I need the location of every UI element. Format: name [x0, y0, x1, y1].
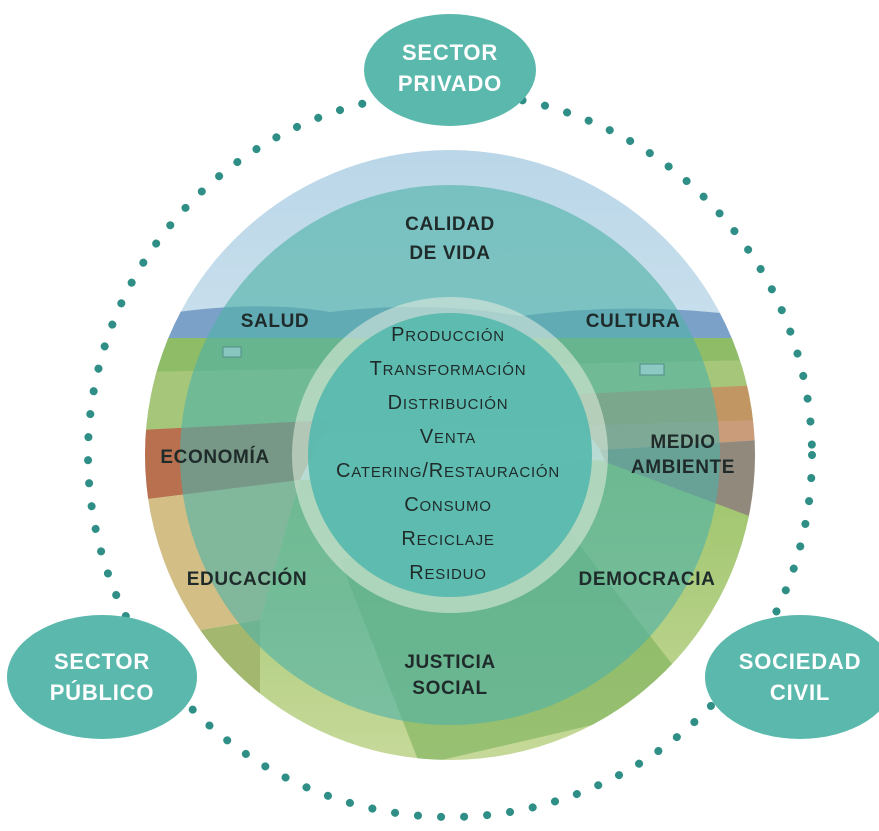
- dim-medio-line2: AMBIENTE: [631, 457, 735, 478]
- dotted-orbit: [84, 89, 816, 821]
- chain-step-distribucion: DISTRIBUCIÓN: [388, 392, 509, 414]
- actor-sociedad-civil: SOCIEDAD CIVIL: [705, 615, 879, 739]
- chain-step-reciclaje: RECICLAJE: [401, 528, 494, 550]
- chain-step-produccion: PRODUCCIÓN: [391, 324, 505, 346]
- dim-cultura: CULTURA: [586, 311, 681, 332]
- chain-step-residuo: RESIDUO: [409, 562, 487, 584]
- dim-salud: SALUD: [241, 311, 309, 332]
- dim-calidad-line2: DE VIDA: [409, 243, 490, 264]
- chain-step-catering: CATERING/RESTAURACIÓN: [336, 460, 560, 482]
- actor-sector-publico-line1: SECTOR: [54, 649, 150, 674]
- dim-justicia-line2: SOCIAL: [412, 678, 487, 699]
- actor-sociedad-civil-line2: CIVIL: [770, 680, 830, 705]
- actor-sector-privado: SECTOR PRIVADO: [364, 14, 536, 126]
- dim-calidad-line1: CALIDAD: [405, 214, 495, 235]
- food-chain-list: PRODUCCIÓN TRANSFORMACIÓN DISTRIBUCIÓN V…: [336, 324, 560, 584]
- dim-educacion: EDUCACIÓN: [187, 568, 307, 590]
- dim-democracia: DEMOCRACIA: [579, 569, 716, 590]
- actor-sector-privado-line1: SECTOR: [402, 40, 498, 65]
- dim-medio-line1: MEDIO: [650, 432, 715, 453]
- chain-step-consumo: CONSUMO: [404, 494, 492, 516]
- actor-sector-publico: SECTOR PÚBLICO: [7, 615, 197, 739]
- inner-circle: [308, 313, 592, 597]
- actor-sociedad-civil-line1: SOCIEDAD: [739, 649, 862, 674]
- chain-step-transformacion: TRANSFORMACIÓN: [370, 358, 527, 380]
- actor-sector-publico-line2: PÚBLICO: [50, 680, 155, 705]
- dim-justicia-line1: JUSTICIA: [404, 652, 495, 673]
- dim-economia: ECONOMÍA: [160, 446, 269, 468]
- chain-step-venta: VENTA: [420, 426, 476, 448]
- actor-sector-privado-line2: PRIVADO: [398, 71, 502, 96]
